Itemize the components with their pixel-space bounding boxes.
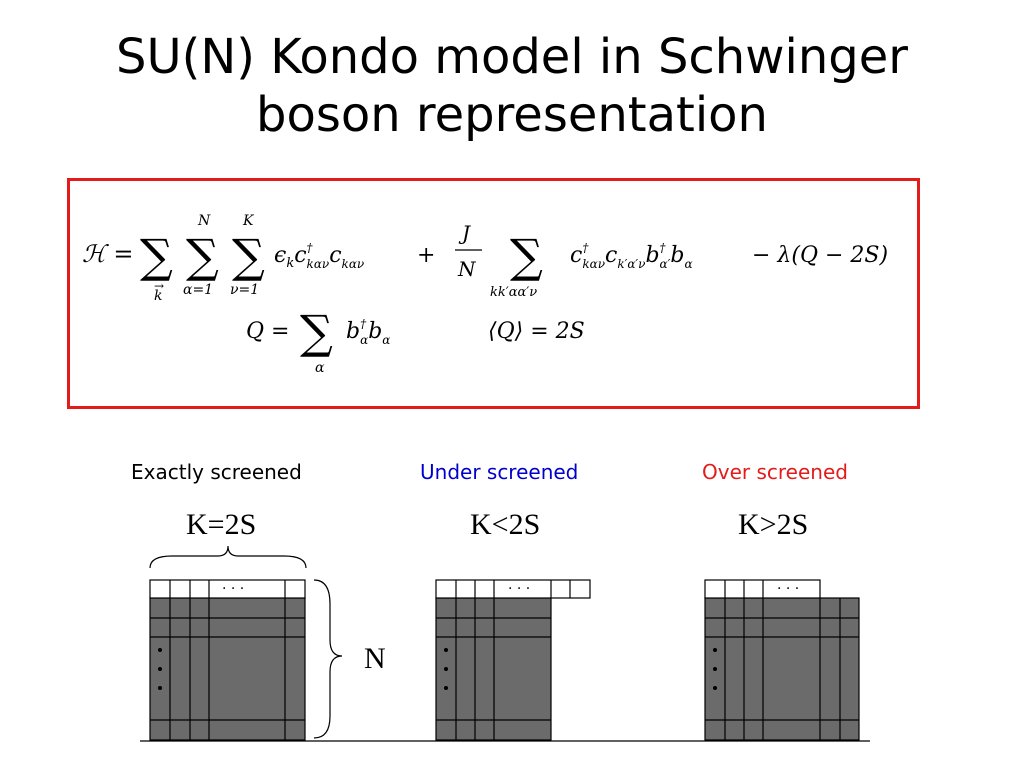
epsilon-k: ϵkc†kανckαν: [274, 241, 364, 271]
dots-under: · · ·: [508, 581, 530, 597]
slide-title: SU(N) Kondo model in Schwinger boson rep…: [0, 28, 1024, 144]
title-line-2: boson representation: [256, 87, 768, 143]
sum-nu-sign: ∑: [232, 229, 265, 283]
q-sum-sign: ∑: [300, 305, 333, 359]
q-average: ⟨Q⟩ = 2S: [488, 319, 585, 344]
sum-four-sign: ∑: [510, 229, 543, 283]
condition-under: K<2S: [470, 508, 541, 541]
dots-over: · · ·: [777, 581, 799, 597]
lambda-term: − λ(Q − 2S): [752, 243, 888, 268]
sum-alpha-sub: α=1: [183, 282, 213, 298]
title-line-1: SU(N) Kondo model in Schwinger: [116, 29, 908, 85]
dots-exact: · · ·: [222, 581, 244, 597]
equation-box: [67, 178, 920, 409]
case-label-under: Under screened: [420, 460, 579, 484]
condition-over: K>2S: [738, 508, 809, 541]
sum-nu-sub: ν=1: [230, 282, 259, 298]
sum-k-vec-arrow: →: [154, 279, 164, 293]
tableau-over: [704, 579, 860, 741]
sum-alpha-sign: ∑: [186, 229, 219, 283]
n-brace: [313, 579, 343, 739]
case-label-over: Over screened: [702, 460, 848, 484]
case-label-exactly: Exactly screened: [131, 460, 302, 484]
q-lhs: Q =: [246, 319, 289, 344]
sum-k-sign: ∑: [140, 229, 173, 283]
hamiltonian-lhs: ℋ =: [82, 240, 133, 268]
frac-denominator: N: [457, 257, 477, 281]
n-label: N: [364, 642, 386, 675]
q-sum-sub: α: [315, 360, 325, 376]
condition-exact: K=2S: [186, 508, 257, 541]
sum-k-sub: k: [154, 288, 162, 304]
sum-nu-sup: K: [242, 213, 255, 229]
sum-alpha-sup: N: [197, 213, 211, 229]
frac-numerator: J: [458, 221, 471, 245]
k-brace: [149, 545, 307, 569]
sum-four-sub: kk′αα′ν: [490, 285, 537, 300]
tableau-under: [435, 579, 591, 741]
plus-sign: +: [417, 243, 435, 268]
q-term: b†αbα: [346, 317, 390, 347]
tableau-exact: [149, 579, 306, 741]
